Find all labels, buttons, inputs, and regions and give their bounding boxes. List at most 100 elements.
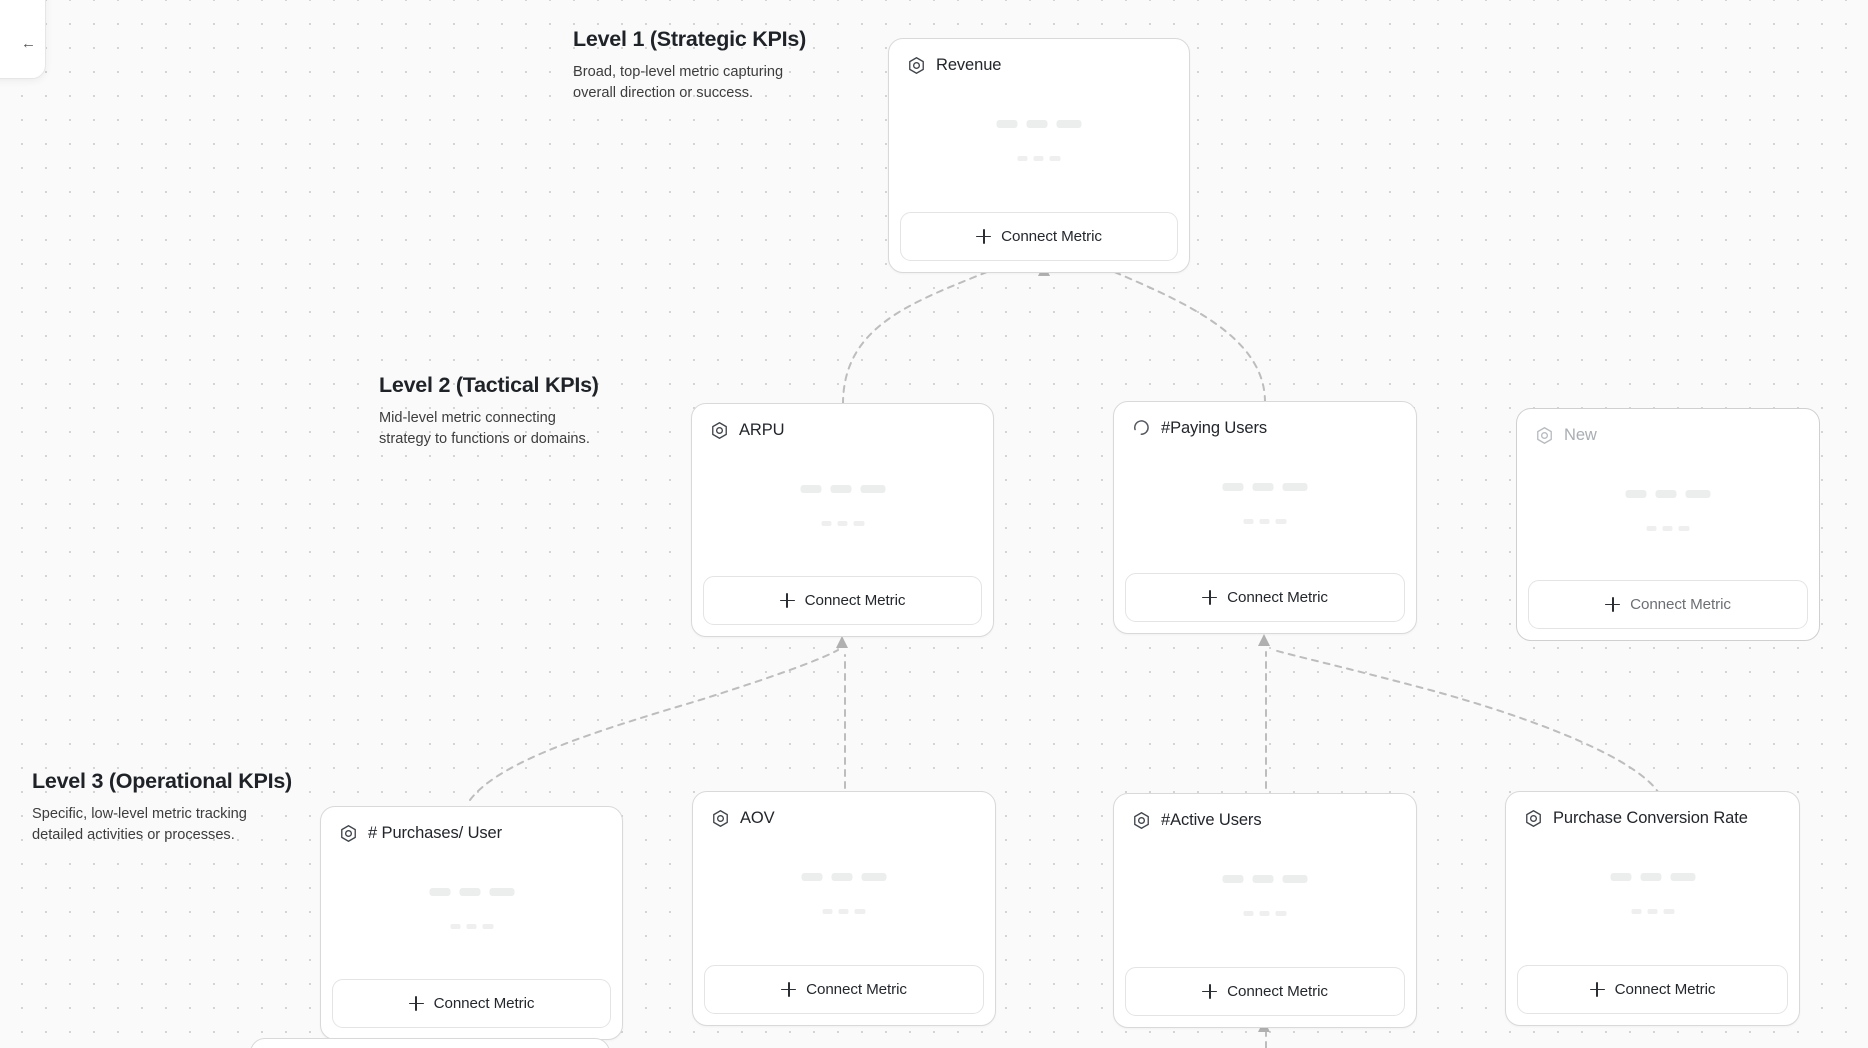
skeleton-bar: [861, 872, 887, 881]
skeleton-row-secondary: [821, 520, 864, 526]
connect-metric-button-new[interactable]: Connect Metric: [1528, 580, 1808, 629]
connect-metric-label: Connect Metric: [804, 592, 906, 609]
skeleton-row-primary: [996, 119, 1082, 128]
connect-metric-button-aov[interactable]: Connect Metric: [704, 965, 984, 1014]
skeleton-bar: [800, 484, 821, 493]
card-title-active-users: #Active Users: [1161, 811, 1262, 829]
skeleton-bar-small: [1663, 908, 1674, 914]
card-title-arpu: ARPU: [739, 421, 785, 439]
skeleton-bar: [1056, 119, 1082, 128]
card-footer-purchase-conversion-rate: Connect Metric: [1506, 965, 1799, 1025]
metric-card-aov[interactable]: AOV Connect Metric: [692, 791, 996, 1026]
skeleton-bar: [1222, 874, 1244, 883]
metric-card-active-users[interactable]: #Active Users Connect Metric: [1113, 793, 1417, 1028]
level-2-title: Level 2 (Tactical KPIs): [379, 373, 599, 397]
hexagon-metric-icon: [713, 810, 728, 828]
skeleton-bar-small: [1275, 910, 1287, 916]
card-header-paying-users: #Paying Users: [1114, 402, 1416, 439]
card-header-arpu: ARPU: [692, 404, 993, 441]
connect-metric-button-active-users[interactable]: Connect Metric: [1125, 967, 1405, 1016]
skeleton-row-secondary: [1631, 908, 1674, 914]
metric-card-arpu[interactable]: ARPU Connect Metric: [691, 403, 994, 637]
skeleton-bar: [429, 887, 450, 896]
plus-icon: [779, 593, 795, 608]
skeleton-bar-small: [821, 520, 831, 526]
skeleton-bar: [1282, 482, 1308, 491]
card-body-aov: [693, 829, 995, 965]
metric-card-new[interactable]: New Connect Metric: [1516, 408, 1820, 641]
skeleton-bar: [1610, 872, 1631, 881]
hexagon-metric-icon: [1537, 427, 1552, 445]
skeleton-bar-small: [1033, 155, 1044, 161]
metric-card-clipped-bottom[interactable]: [250, 1038, 610, 1048]
card-body-purchase-conversion-rate: [1506, 829, 1799, 965]
metric-card-purchases-per-user[interactable]: # Purchases/ User Connect Metric: [320, 806, 623, 1040]
hexagon-metric-icon: [909, 57, 924, 75]
skeleton-bar-small: [838, 908, 849, 914]
level-3-label-group: Level 3 (Operational KPIs) Specific, low…: [32, 768, 302, 846]
skeleton-bar-small: [822, 908, 833, 914]
plus-icon: [1202, 984, 1218, 999]
card-footer-arpu: Connect Metric: [692, 576, 993, 636]
card-header-new: New: [1517, 409, 1819, 446]
skeleton-bar: [860, 484, 885, 493]
metric-card-revenue[interactable]: Revenue Connect Metric: [888, 38, 1190, 273]
connect-metric-label: Connect Metric: [433, 995, 535, 1012]
card-body-paying-users: [1114, 439, 1416, 573]
skeleton-bar-small: [837, 520, 847, 526]
connect-metric-label: Connect Metric: [1001, 228, 1102, 245]
skeleton-bar: [996, 119, 1018, 128]
metric-card-paying-users[interactable]: #Paying Users Connect Metric: [1113, 401, 1417, 634]
skeleton-bar-small: [1646, 525, 1657, 531]
connect-metric-label: Connect Metric: [806, 981, 907, 998]
skeleton-bar: [489, 887, 514, 896]
connect-metric-button-purchase-conversion-rate[interactable]: Connect Metric: [1517, 965, 1788, 1014]
skeleton-row-primary: [1625, 489, 1711, 498]
skeleton-bar: [1640, 872, 1661, 881]
card-title-aov: AOV: [740, 809, 775, 827]
skeleton-bar: [1625, 489, 1647, 498]
skeleton-bar: [1252, 874, 1274, 883]
floating-panel-stub[interactable]: ←: [0, 0, 46, 79]
hexagon-metric-icon: [1526, 810, 1541, 828]
connect-metric-button-revenue[interactable]: Connect Metric: [900, 212, 1178, 261]
hexagon-metric-icon: [1134, 812, 1149, 830]
hexagon-metric-icon: [712, 422, 727, 440]
skeleton-row-primary: [801, 872, 887, 881]
skeleton-bar: [1655, 489, 1677, 498]
skeleton-bar: [1252, 482, 1274, 491]
skeleton-bar-small: [1678, 525, 1690, 531]
level-3-title: Level 3 (Operational KPIs): [32, 769, 292, 793]
card-title-revenue: Revenue: [936, 56, 1002, 74]
skeleton-bar-small: [482, 923, 493, 929]
connect-metric-label: Connect Metric: [1227, 589, 1328, 606]
skeleton-bar-small: [853, 520, 864, 526]
skeleton-bar-small: [1631, 908, 1641, 914]
skeleton-row-secondary: [1646, 525, 1690, 531]
level-1-title: Level 1 (Strategic KPIs): [573, 27, 806, 51]
card-title-purchase-conversion-rate: Purchase Conversion Rate: [1553, 809, 1748, 827]
connect-metric-button-paying-users[interactable]: Connect Metric: [1125, 573, 1405, 622]
card-body-purchases-per-user: [321, 844, 622, 979]
skeleton-row-secondary: [1243, 910, 1287, 916]
skeleton-bar: [1026, 119, 1048, 128]
skeleton-bar: [1282, 874, 1308, 883]
card-title-purchases-per-user: # Purchases/ User: [368, 824, 503, 842]
card-title-new: New: [1564, 426, 1597, 444]
skeleton-bar-small: [1243, 518, 1254, 524]
skeleton-bar-small: [1647, 908, 1657, 914]
connect-metric-label: Connect Metric: [1227, 983, 1328, 1000]
skeleton-bar-small: [1017, 155, 1028, 161]
skeleton-bar-small: [1243, 910, 1254, 916]
card-footer-revenue: Connect Metric: [889, 212, 1189, 272]
panel-toggle-icon[interactable]: ←: [21, 35, 36, 52]
connect-metric-button-purchases-per-user[interactable]: Connect Metric: [332, 979, 611, 1028]
card-footer-new: Connect Metric: [1517, 580, 1819, 640]
skeleton-bar-small: [466, 923, 476, 929]
skeleton-bar-small: [1259, 910, 1270, 916]
plus-icon: [1605, 597, 1621, 612]
connect-metric-button-arpu[interactable]: Connect Metric: [703, 576, 982, 625]
loading-spinner-icon: [1134, 420, 1149, 436]
metric-card-purchase-conversion-rate[interactable]: Purchase Conversion Rate Connect Metric: [1505, 791, 1800, 1026]
